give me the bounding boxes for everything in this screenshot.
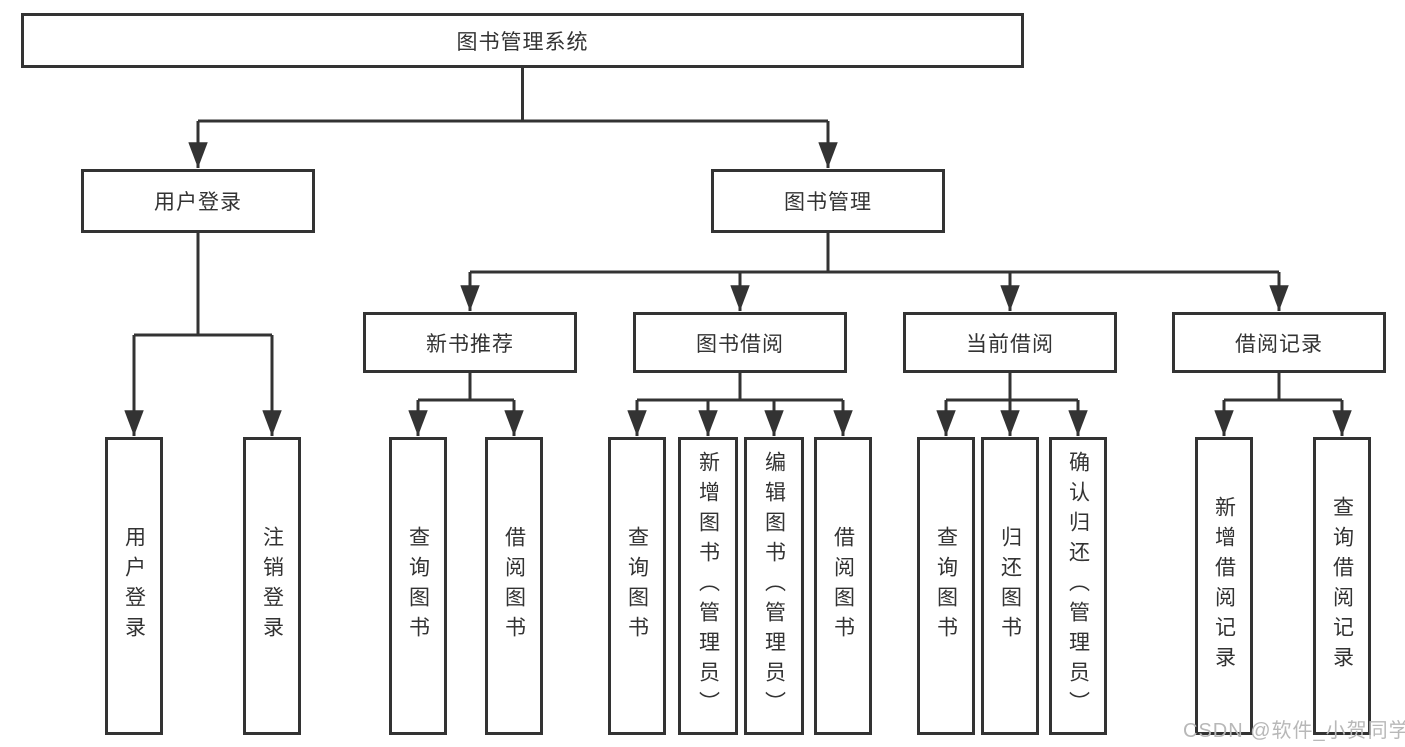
node-new-book-recommend: 新书推荐 [363,312,577,373]
leaf-query-books-borrowing-label: 查询图书 [625,526,649,646]
node-root-library-system: 图书管理系统 [21,13,1024,68]
leaf-edit-books-admin: 编辑图书（管理员） [744,437,804,735]
leaf-query-borrow-record: 查询借阅记录 [1313,437,1371,735]
leaf-query-books-current: 查询图书 [917,437,975,735]
leaf-borrow-books-borrowing: 借阅图书 [814,437,872,735]
leaf-query-borrow-record-label: 查询借阅记录 [1330,496,1354,676]
leaf-add-books-admin: 新增图书（管理员） [678,437,738,735]
node-borrowing-records: 借阅记录 [1172,312,1386,373]
leaf-borrow-books-borrowing-label: 借阅图书 [831,526,855,646]
leaf-logout-label: 注销登录 [260,526,284,646]
node-book-borrowing: 图书借阅 [633,312,847,373]
leaf-user-login: 用户登录 [105,437,163,735]
leaf-user-login-label: 用户登录 [122,526,146,646]
leaf-borrow-books-recommend-label: 借阅图书 [502,526,526,646]
leaf-add-borrow-record-label: 新增借阅记录 [1212,496,1236,676]
leaf-query-books-recommend-label: 查询图书 [406,526,430,646]
node-book-management: 图书管理 [711,169,945,233]
leaf-add-borrow-record: 新增借阅记录 [1195,437,1253,735]
leaf-confirm-return-admin-label: 确认归还（管理员） [1066,451,1090,721]
leaf-query-books-current-label: 查询图书 [934,526,958,646]
node-current-borrowing: 当前借阅 [903,312,1117,373]
leaf-add-books-admin-label: 新增图书（管理员） [696,451,720,721]
csdn-watermark: CSDN @软件_小贺同学 [1183,720,1405,742]
leaf-query-books-recommend: 查询图书 [389,437,447,735]
leaf-edit-books-admin-label: 编辑图书（管理员） [762,451,786,721]
leaf-query-books-borrowing: 查询图书 [608,437,666,735]
leaf-borrow-books-recommend: 借阅图书 [485,437,543,735]
leaf-logout: 注销登录 [243,437,301,735]
node-user-login: 用户登录 [81,169,315,233]
leaf-confirm-return-admin: 确认归还（管理员） [1049,437,1107,735]
leaf-return-books: 归还图书 [981,437,1039,735]
leaf-return-books-label: 归还图书 [998,526,1022,646]
